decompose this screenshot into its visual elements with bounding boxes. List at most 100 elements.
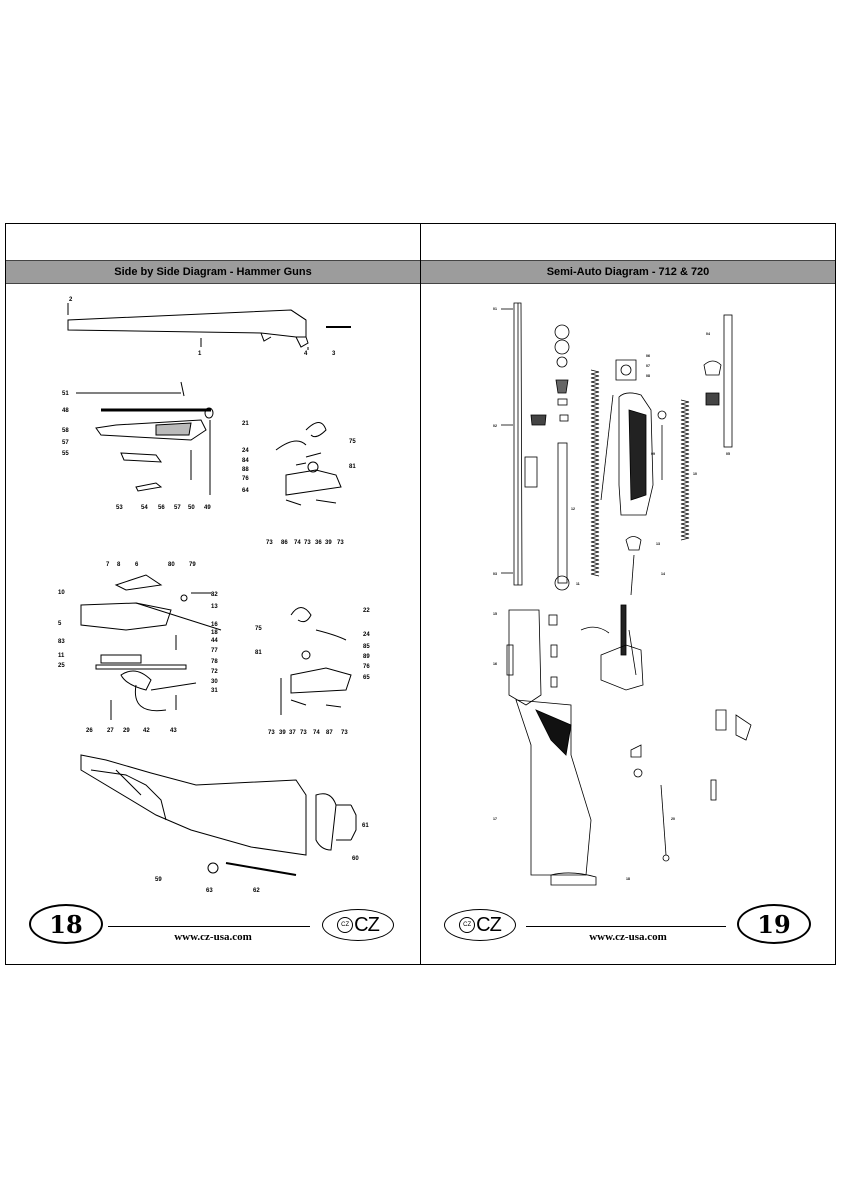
part-label: 31	[211, 688, 218, 694]
part-label: 76	[363, 664, 370, 670]
logo-text: CZ	[476, 913, 502, 936]
part-label: 58	[62, 428, 69, 434]
cz-logo-left: CZ CZ	[322, 909, 394, 941]
website-url-right[interactable]: www.cz-usa.com	[589, 931, 667, 943]
part-label: 39	[325, 540, 332, 546]
part-label: 73	[337, 540, 344, 546]
part-label: 27	[107, 728, 114, 734]
part-label: 73	[266, 540, 273, 546]
part-label: 75	[255, 626, 262, 632]
svg-text:14: 14	[661, 572, 665, 576]
semi-auto-exploded-diagram: 01 02 03 04 05 06 07 08 09 10 11 12 13 1…	[493, 302, 752, 886]
part-label: 5	[58, 621, 62, 627]
svg-text:12: 12	[571, 507, 575, 511]
part-label: 42	[143, 728, 150, 734]
part-label: 82	[211, 592, 218, 598]
part-label: 85	[363, 644, 370, 650]
svg-text:05: 05	[726, 452, 730, 456]
part-label: 87	[326, 730, 333, 736]
part-label: 65	[363, 675, 370, 681]
part-label: 59	[155, 877, 162, 883]
page-divider	[420, 223, 421, 965]
website-url-left[interactable]: www.cz-usa.com	[174, 931, 252, 943]
part-label: 16	[211, 622, 218, 628]
part-label: 6	[135, 562, 139, 568]
part-label: 61	[362, 823, 369, 829]
svg-text:06: 06	[646, 354, 650, 358]
svg-text:08: 08	[646, 374, 650, 378]
part-label: 7	[106, 562, 110, 568]
svg-text:17: 17	[493, 817, 497, 821]
part-label: 81	[255, 650, 262, 656]
svg-text:18: 18	[626, 877, 630, 881]
hammer-gun-exploded-diagram: 2 1 4 3 51 48 58 57 55 53 54 57 56 50 49…	[58, 297, 370, 894]
svg-text:16: 16	[493, 662, 497, 666]
svg-text:03: 03	[493, 572, 497, 576]
part-label: 8	[117, 562, 121, 568]
part-label: 72	[211, 669, 218, 675]
page-number-right: 19	[737, 904, 811, 944]
page-number-left: 18	[29, 904, 103, 944]
left-page-title: Side by Side Diagram - Hammer Guns	[6, 260, 420, 284]
part-label: 60	[352, 856, 359, 862]
part-label: 39	[279, 730, 286, 736]
svg-text:20: 20	[671, 817, 675, 821]
part-label: 21	[242, 421, 249, 427]
part-label: 24	[242, 448, 249, 454]
part-label: 25	[58, 663, 65, 669]
part-label: 73	[304, 540, 311, 546]
svg-text:02: 02	[493, 424, 497, 428]
logo-text: CZ	[354, 913, 380, 936]
footer-rule-left	[108, 926, 310, 927]
part-label: 64	[242, 488, 249, 494]
part-label: 43	[170, 728, 177, 734]
cz-mark-icon: CZ	[459, 917, 476, 933]
part-label: 73	[300, 730, 307, 736]
part-label: 11	[58, 653, 65, 659]
part-label: 63	[206, 888, 213, 894]
part-label: 30	[211, 679, 218, 685]
part-label: 2	[69, 297, 73, 303]
footer-rule-right	[526, 926, 726, 927]
cz-logo-right: CZ CZ	[444, 909, 516, 941]
part-label: 13	[211, 604, 218, 610]
part-label: 10	[58, 590, 65, 596]
part-label: 76	[242, 476, 249, 482]
part-label: 79	[189, 562, 196, 568]
part-label: 89	[363, 654, 370, 660]
part-label: 56	[158, 505, 165, 511]
part-label: 57	[174, 505, 181, 511]
svg-text:15: 15	[493, 612, 497, 616]
part-label: 18	[211, 630, 218, 636]
part-label: 26	[86, 728, 93, 734]
part-label: 53	[116, 505, 123, 511]
svg-text:01: 01	[493, 307, 497, 311]
part-label: 48	[62, 408, 69, 414]
part-label: 50	[188, 505, 195, 511]
svg-text:10: 10	[693, 472, 697, 476]
svg-text:11: 11	[576, 582, 580, 586]
part-label: 74	[294, 540, 301, 546]
part-label: 4	[304, 351, 308, 357]
part-label: 74	[313, 730, 320, 736]
part-label: 77	[211, 648, 218, 654]
right-page-title: Semi-Auto Diagram - 712 & 720	[421, 260, 835, 284]
cz-mark-icon: CZ	[337, 917, 354, 933]
part-label: 44	[211, 638, 218, 644]
part-label: 83	[58, 639, 65, 645]
part-label: 57	[62, 440, 69, 446]
part-label: 55	[62, 451, 69, 457]
part-label: 75	[349, 439, 356, 445]
part-label: 81	[349, 464, 356, 470]
part-label: 24	[363, 632, 370, 638]
part-label: 78	[211, 659, 218, 665]
part-label: 62	[253, 888, 260, 894]
part-label: 51	[62, 391, 69, 397]
part-label: 1	[198, 351, 202, 357]
part-label: 86	[281, 540, 288, 546]
part-label: 29	[123, 728, 130, 734]
svg-text:07: 07	[646, 364, 650, 368]
part-label: 54	[141, 505, 148, 511]
part-label: 88	[242, 467, 249, 473]
svg-text:09: 09	[651, 452, 655, 456]
